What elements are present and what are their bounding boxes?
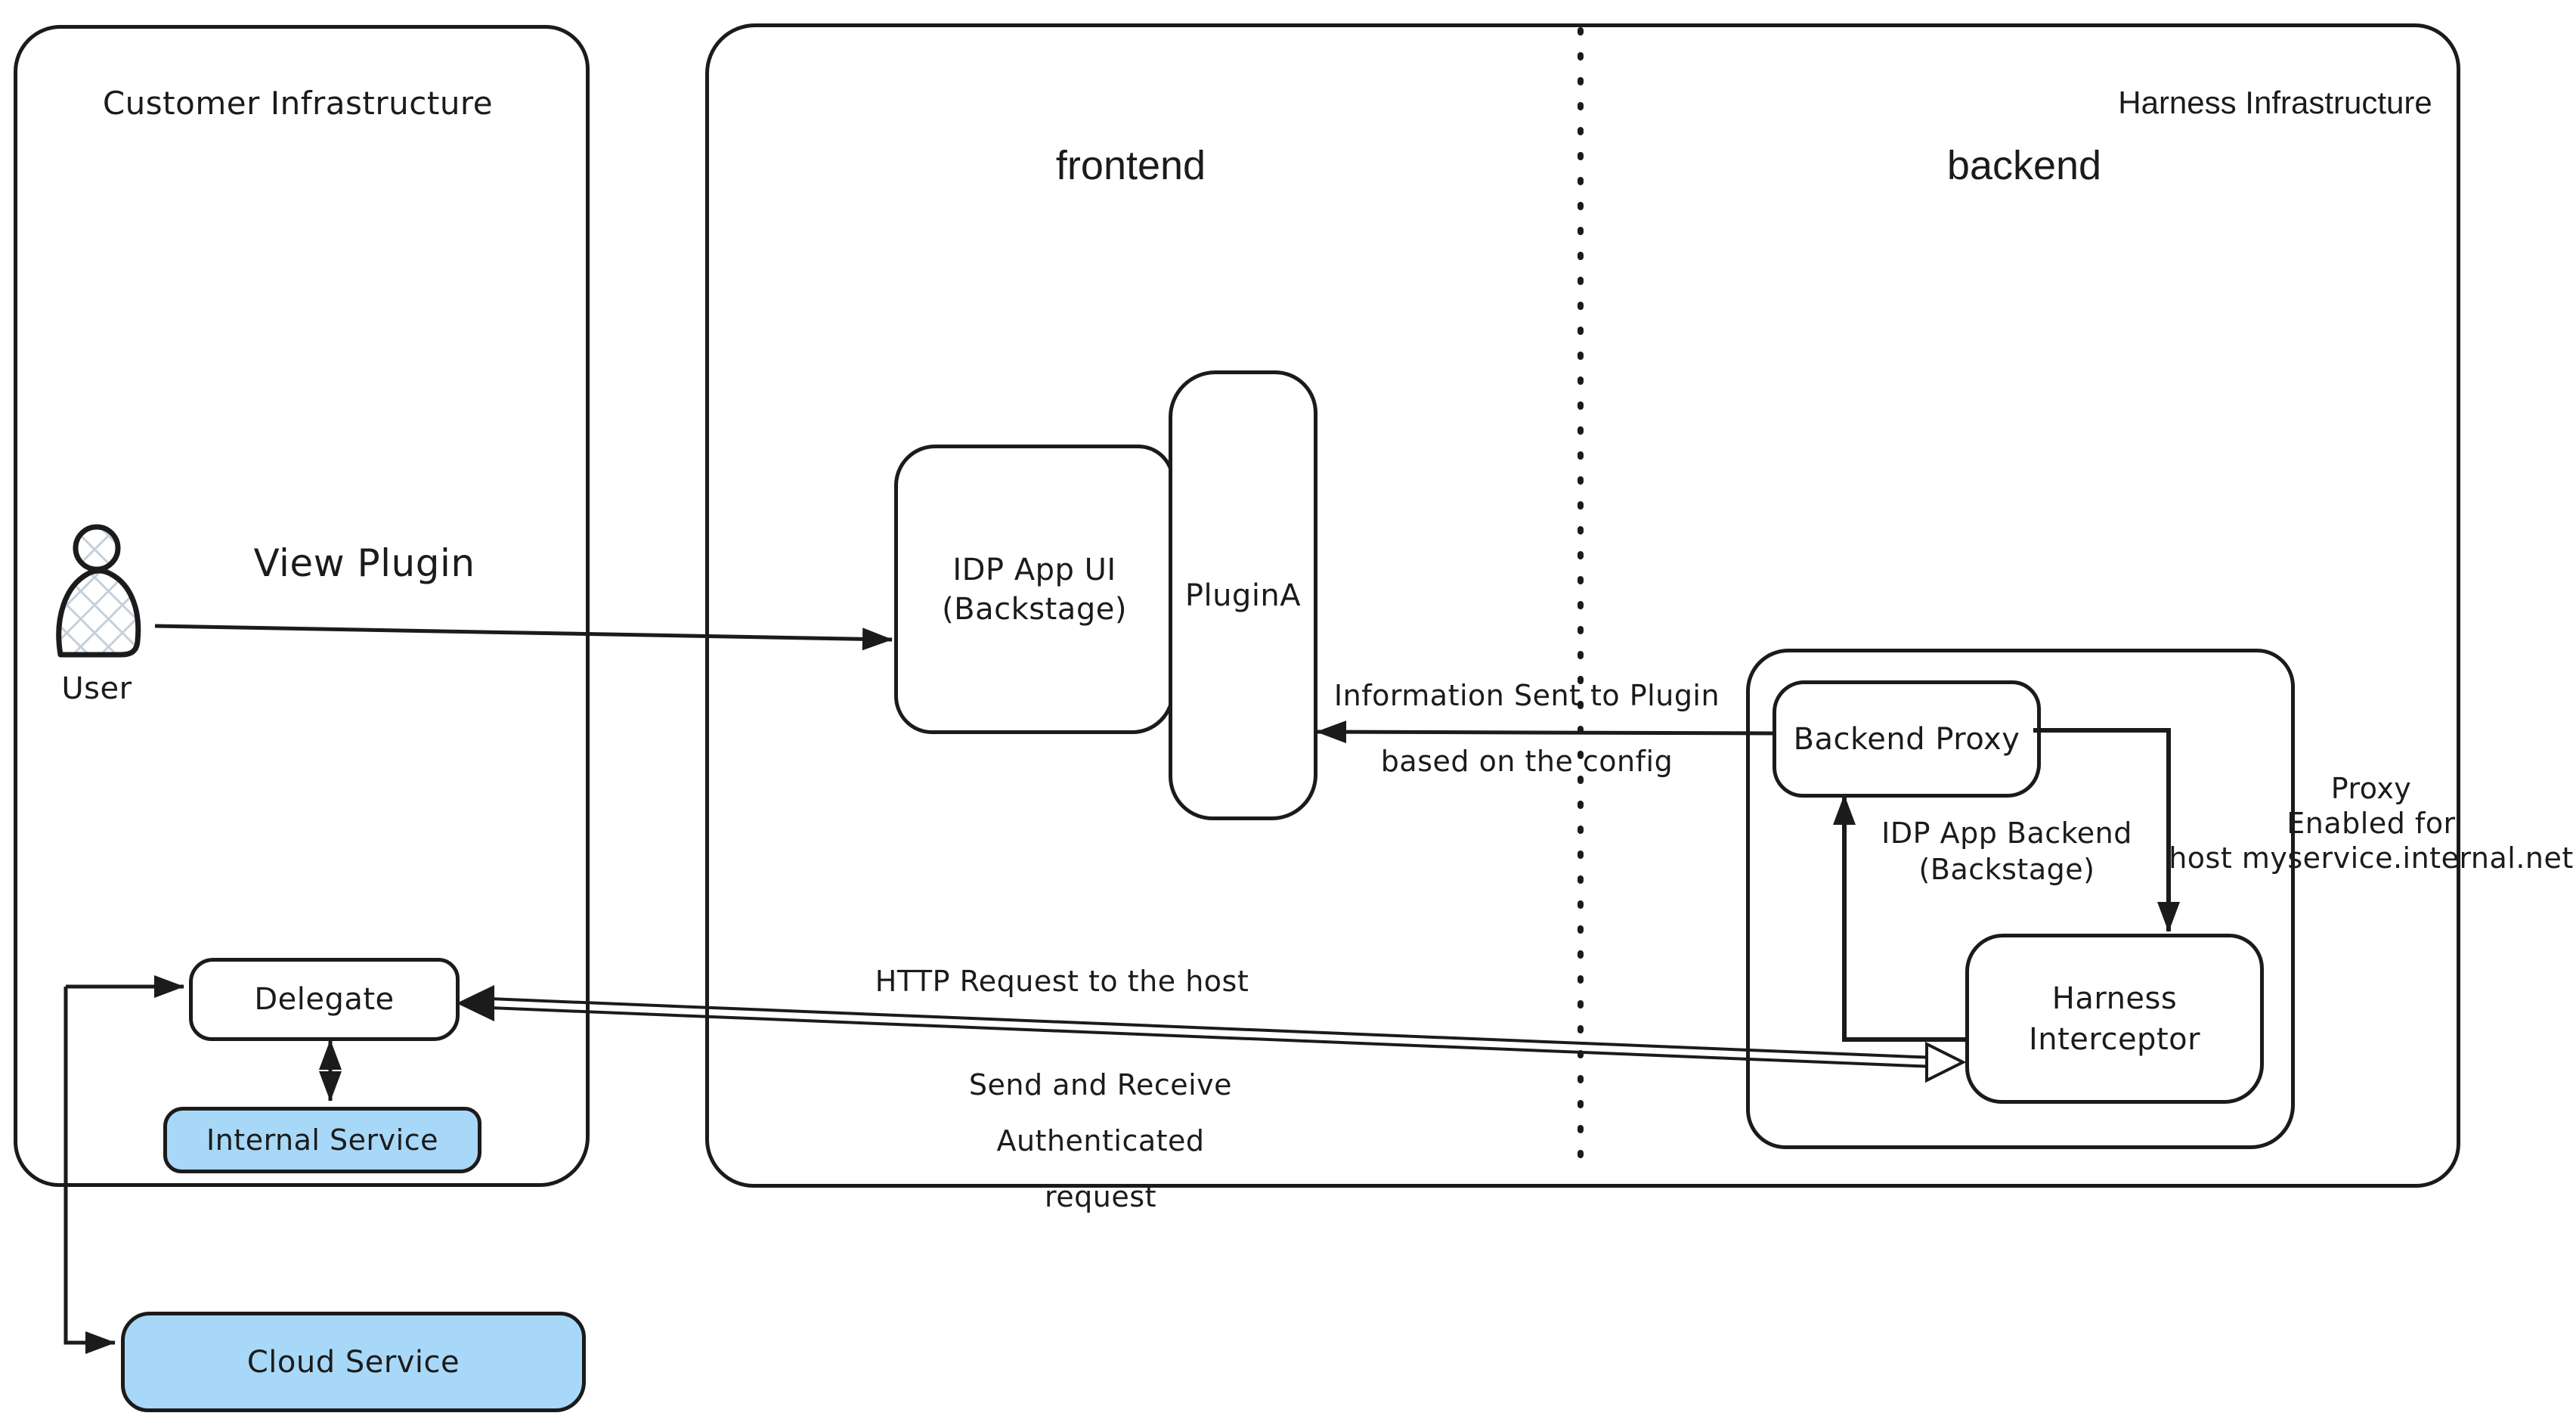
harness-interceptor-label-line1: Harness <box>2051 981 2178 1016</box>
user-head <box>73 524 121 572</box>
idp-app-backend-label: IDP App Backend (Backstage) <box>1829 815 2184 888</box>
idp-app-ui-label-line2: (Backstage) <box>942 591 1127 627</box>
plugin-a-node: PluginA <box>1169 370 1317 820</box>
harness-interceptor-node: Harness Interceptor <box>1965 934 2264 1104</box>
idp-app-backend-container <box>1746 649 2295 1149</box>
harness-interceptor-label-line2: Interceptor <box>2028 1021 2201 1057</box>
user-person-icon <box>56 524 141 658</box>
proxy-enabled-line3: host myservice.internal.net <box>2169 841 2574 875</box>
idp-app-backend-label-line1: IDP App Backend <box>1881 816 2132 850</box>
backend-proxy-node: Backend Proxy <box>1773 680 2041 798</box>
backend-zone-label: backend <box>1946 143 2102 188</box>
idp-app-ui-label-line1: IDP App UI <box>952 552 1116 587</box>
backend-proxy-label: Backend Proxy <box>1793 721 2020 757</box>
info-sent-annotation-line1: Information Sent to Plugin <box>1333 679 1720 712</box>
harness-infrastructure-region <box>705 23 2460 1188</box>
proxy-enabled-line2: Enabled for <box>2287 807 2456 840</box>
cloud-service-node: Cloud Service <box>121 1312 586 1412</box>
idp-app-ui-node: IDP App UI (Backstage) <box>894 445 1175 734</box>
internal-service-label: Internal Service <box>206 1123 438 1157</box>
auth-request-annotation: Send and Receive Authenticated request <box>874 1057 1327 1225</box>
view-plugin-annotation: View Plugin <box>253 541 475 585</box>
delegate-node: Delegate <box>189 958 460 1041</box>
user-body <box>56 568 141 658</box>
harness-region-label: Harness Infrastructure <box>2118 85 2432 120</box>
idp-app-backend-label-line2: (Backstage) <box>1918 853 2095 886</box>
customer-region-label: Customer Infrastructure <box>102 85 494 122</box>
frontend-zone-label: frontend <box>1055 143 1206 188</box>
auth-request-line1: Send and Receive Authenticated <box>968 1068 1233 1157</box>
cloud-service-label: Cloud Service <box>246 1344 460 1380</box>
user-label: User <box>61 671 132 706</box>
internal-service-node: Internal Service <box>163 1107 481 1173</box>
auth-request-line2: request <box>1045 1180 1156 1213</box>
proxy-enabled-line1: Proxy <box>2330 772 2412 805</box>
http-request-annotation: HTTP Request to the host <box>875 965 1249 998</box>
plugin-a-label: PluginA <box>1184 578 1302 613</box>
delegate-label: Delegate <box>254 982 395 1017</box>
customer-infrastructure-region <box>14 25 590 1187</box>
info-sent-annotation-line2: based on the config <box>1380 745 1673 778</box>
proxy-enabled-annotation: Proxy Enabled for host myservice.interna… <box>2160 771 2576 875</box>
